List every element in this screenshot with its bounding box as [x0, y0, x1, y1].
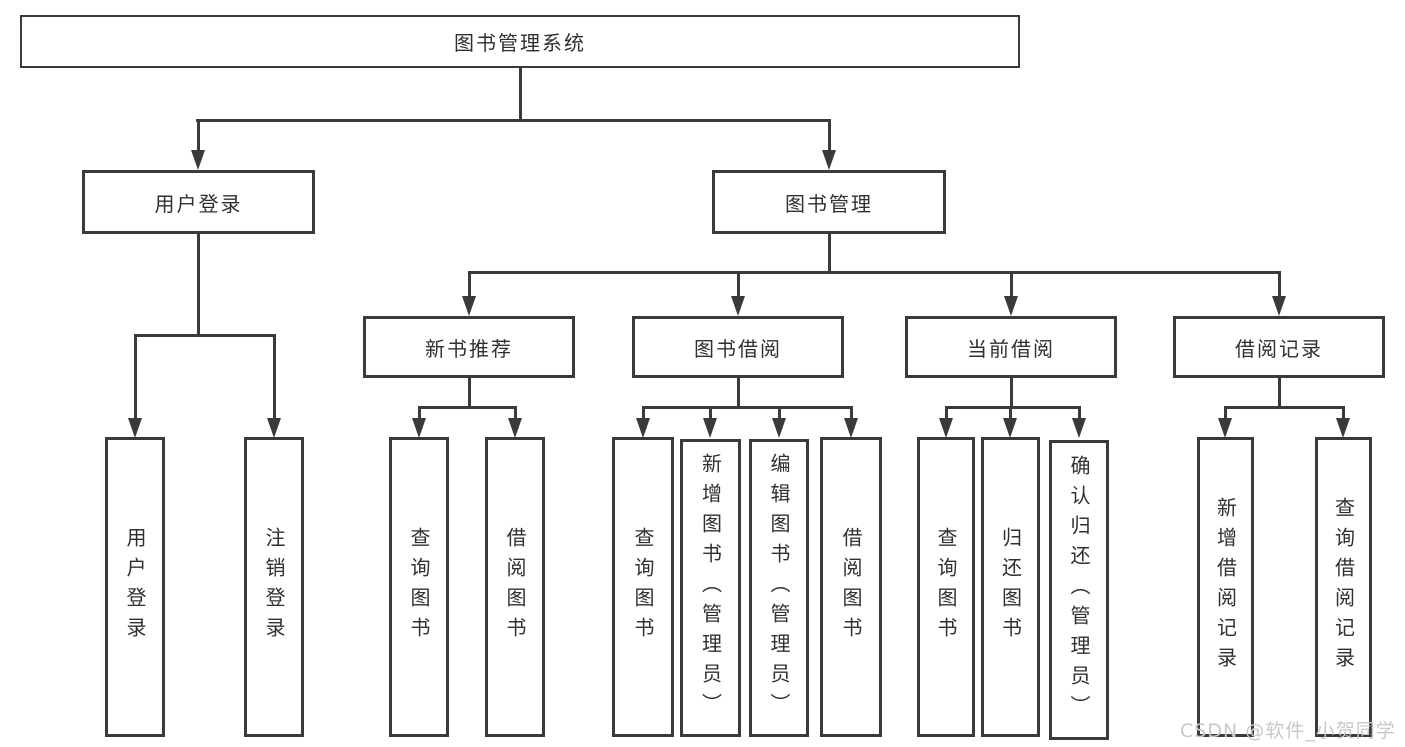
connector-line	[1224, 406, 1227, 420]
arrow-down-icon	[939, 418, 953, 438]
node-new-book-recommendation: 新书推荐	[363, 316, 575, 378]
arrow-down-icon	[1336, 418, 1350, 438]
arrow-down-icon	[703, 418, 717, 438]
node-leaf-confirm-return-admin: 确认归还（管理员）	[1049, 440, 1109, 740]
node-leaf-borrow-books-recommend: 借阅图书	[485, 437, 545, 737]
node-leaf-user-login: 用户登录	[105, 437, 165, 737]
arrow-down-icon	[412, 418, 426, 438]
connector-line	[1342, 406, 1345, 420]
connector-line	[468, 376, 471, 408]
node-leaf-query-books-current: 查询图书	[917, 437, 975, 737]
node-user-login: 用户登录	[82, 170, 315, 234]
arrow-down-icon	[191, 150, 205, 170]
connector-line	[273, 334, 276, 420]
connector-line	[1078, 406, 1081, 420]
connector-line	[945, 406, 948, 420]
arrow-down-icon	[1072, 418, 1086, 438]
connector-line	[850, 406, 853, 420]
node-leaf-query-books-recommend: 查询图书	[389, 437, 449, 737]
node-leaf-return-books: 归还图书	[981, 437, 1040, 737]
arrow-down-icon	[636, 418, 650, 438]
arrow-down-icon	[844, 418, 858, 438]
node-book-management-system: 图书管理系统	[20, 15, 1020, 68]
arrow-down-icon	[822, 150, 836, 170]
arrow-down-icon	[1003, 418, 1017, 438]
node-leaf-logout: 注销登录	[244, 437, 304, 737]
connector-line	[468, 271, 1280, 274]
arrow-down-icon	[1218, 418, 1232, 438]
connector-line	[737, 271, 740, 299]
arrow-down-icon	[731, 296, 745, 316]
connector-line	[737, 376, 740, 408]
connector-line	[642, 406, 645, 420]
connector-line	[134, 334, 137, 420]
connector-line	[1010, 271, 1013, 299]
connector-line	[1009, 406, 1012, 420]
watermark: CSDN @软件_小贺同学	[1180, 720, 1396, 742]
node-leaf-edit-books-admin: 编辑图书（管理员）	[749, 439, 809, 737]
connector-line	[197, 119, 200, 152]
arrow-down-icon	[462, 296, 476, 316]
connector-line	[519, 66, 522, 122]
connector-line	[945, 406, 1080, 409]
connector-line	[197, 232, 200, 336]
connector-line	[1224, 406, 1344, 409]
connector-line	[196, 119, 831, 122]
node-book-management: 图书管理	[712, 170, 946, 234]
node-borrowing-records: 借阅记录	[1173, 316, 1385, 378]
connector-line	[709, 406, 712, 420]
connector-line	[1010, 376, 1013, 408]
connector-line	[468, 271, 471, 299]
connector-line	[828, 119, 831, 152]
connector-line	[1278, 271, 1281, 299]
arrow-down-icon	[508, 418, 522, 438]
connector-line	[778, 406, 781, 420]
connector-line	[1278, 376, 1281, 408]
node-current-borrowing: 当前借阅	[905, 316, 1117, 378]
node-book-borrowing: 图书借阅	[632, 316, 844, 378]
connector-line	[418, 406, 517, 409]
node-leaf-add-books-admin: 新增图书（管理员）	[680, 439, 741, 737]
connector-line	[418, 406, 421, 420]
arrow-down-icon	[1272, 296, 1286, 316]
arrow-down-icon	[1004, 296, 1018, 316]
connector-line	[514, 406, 517, 420]
arrow-down-icon	[128, 418, 142, 438]
arrow-down-icon	[772, 418, 786, 438]
node-leaf-borrow-books-borrowing: 借阅图书	[820, 437, 882, 737]
connector-line	[642, 406, 852, 409]
node-leaf-add-borrowing-record: 新增借阅记录	[1197, 437, 1254, 737]
node-leaf-query-books-borrowing: 查询图书	[612, 437, 674, 737]
connector-line	[828, 232, 831, 274]
node-leaf-query-borrowing-record: 查询借阅记录	[1315, 437, 1372, 737]
arrow-down-icon	[267, 418, 281, 438]
connector-line	[134, 334, 275, 337]
